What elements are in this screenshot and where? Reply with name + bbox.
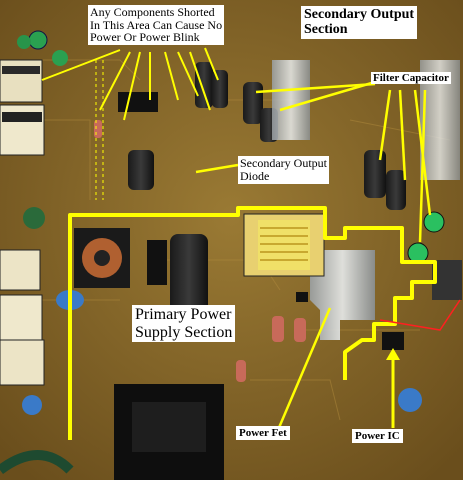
shorted-label-line3: Power Or Power Blink (90, 30, 200, 45)
shorted-components-label: Any Components Shorted In This Area Can … (88, 5, 225, 45)
secondary-output-section-label: Secondary Output Section (301, 6, 418, 39)
filter-capacitor-label: Filter Capacitor (371, 72, 451, 85)
primary-label-line2: Supply Section (135, 323, 233, 341)
diode-label-line2: Diode (240, 169, 270, 184)
primary-label-line1: Primary Power (135, 306, 232, 323)
power-ic-label: Power IC (352, 429, 403, 444)
secondary-output-diode-label: Secondary Output Diode (238, 156, 329, 185)
power-fet-label: Power Fet (236, 426, 290, 441)
diode-label-line1: Secondary Output (240, 156, 327, 170)
shorted-label-line1: Any Components Shorted (90, 5, 215, 19)
shorted-label-line2: In This Area Can Cause No (90, 17, 223, 32)
secondary-label-line2: Section (304, 22, 348, 38)
primary-power-supply-label: Primary Power Supply Section (132, 305, 236, 343)
secondary-label-line1: Secondary Output (304, 7, 415, 22)
